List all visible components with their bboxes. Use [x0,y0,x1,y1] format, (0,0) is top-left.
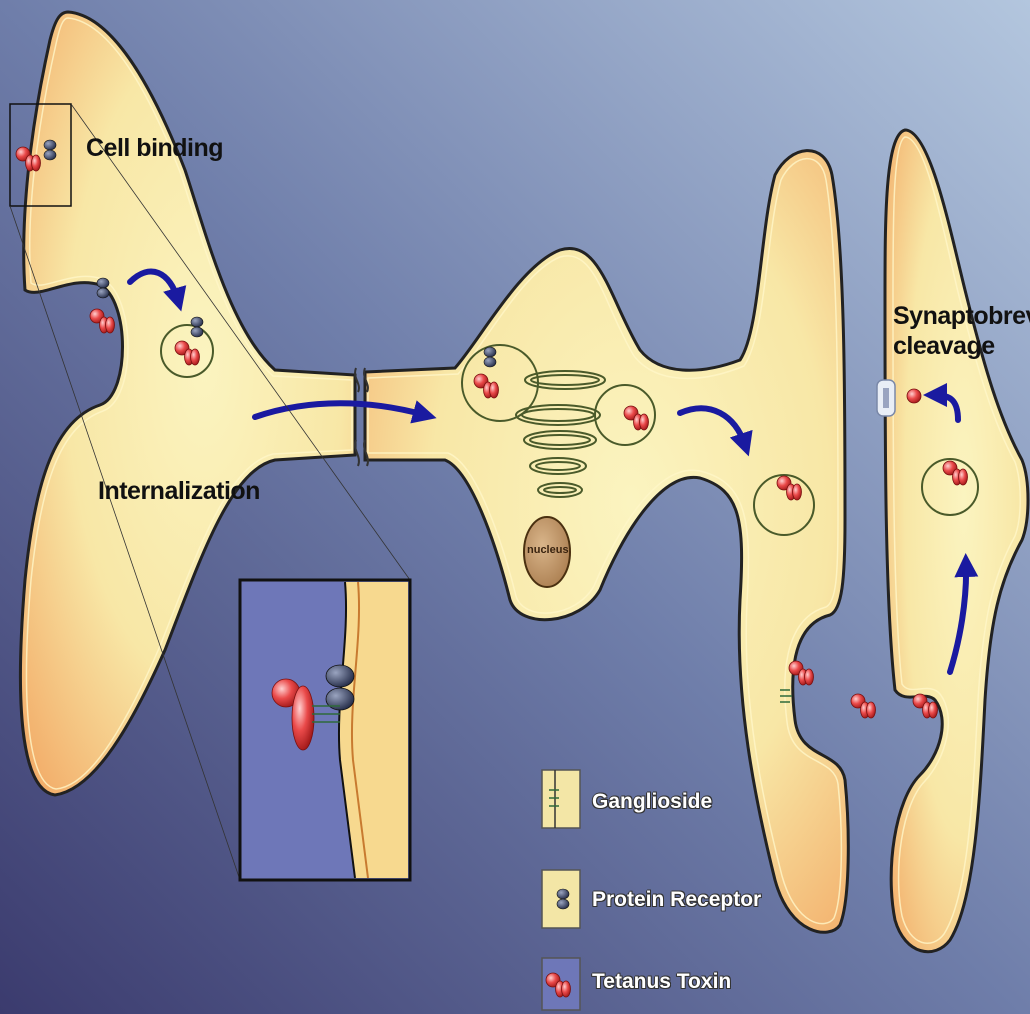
legend-protein-receptor: Protein Receptor [592,888,761,912]
magnified-inset [240,580,410,880]
legend-ganglioside: Ganglioside [592,790,712,814]
legend-icons [542,770,580,1010]
label-nucleus: nucleus [527,544,569,556]
label-cleavage: cleavage [893,332,995,361]
label-cell-binding: Cell binding [86,134,223,163]
label-internalization: Internalization [98,477,260,506]
label-synaptobrevin: Synaptobrevin [893,302,1030,331]
legend-tetanus-toxin: Tetanus Toxin [592,970,731,994]
